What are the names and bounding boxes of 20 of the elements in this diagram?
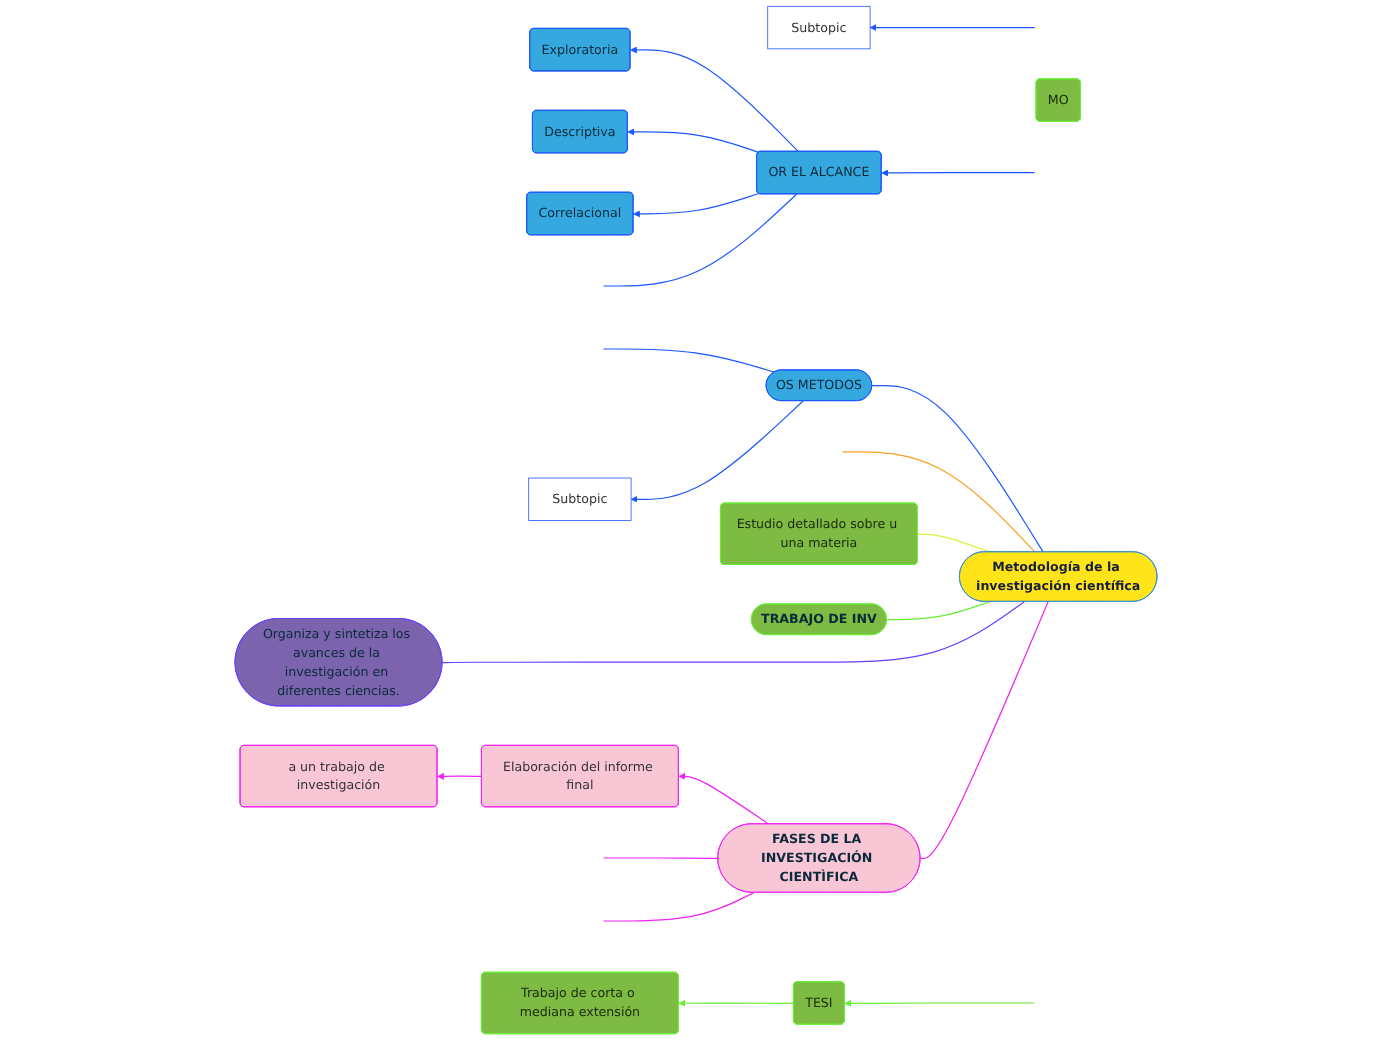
connector-line [441,601,1025,664]
connector-line [630,400,804,503]
connector-line [678,772,770,825]
connector-line [841,451,1036,553]
connector-line [919,601,1049,859]
connector-line [437,772,483,780]
connector-line [871,385,1044,553]
connector-line [886,601,991,621]
connector-line [844,999,1036,1007]
connector-line [602,857,719,859]
connector-line [602,193,798,287]
connector-line [627,128,760,153]
connector-line [602,892,755,922]
connector-line [869,24,1036,32]
connector-line [678,999,795,1007]
connector-line [630,46,799,153]
connector-line [917,533,991,553]
connector-line [633,192,760,218]
connector-line [881,169,1036,177]
connector-line [602,348,776,373]
